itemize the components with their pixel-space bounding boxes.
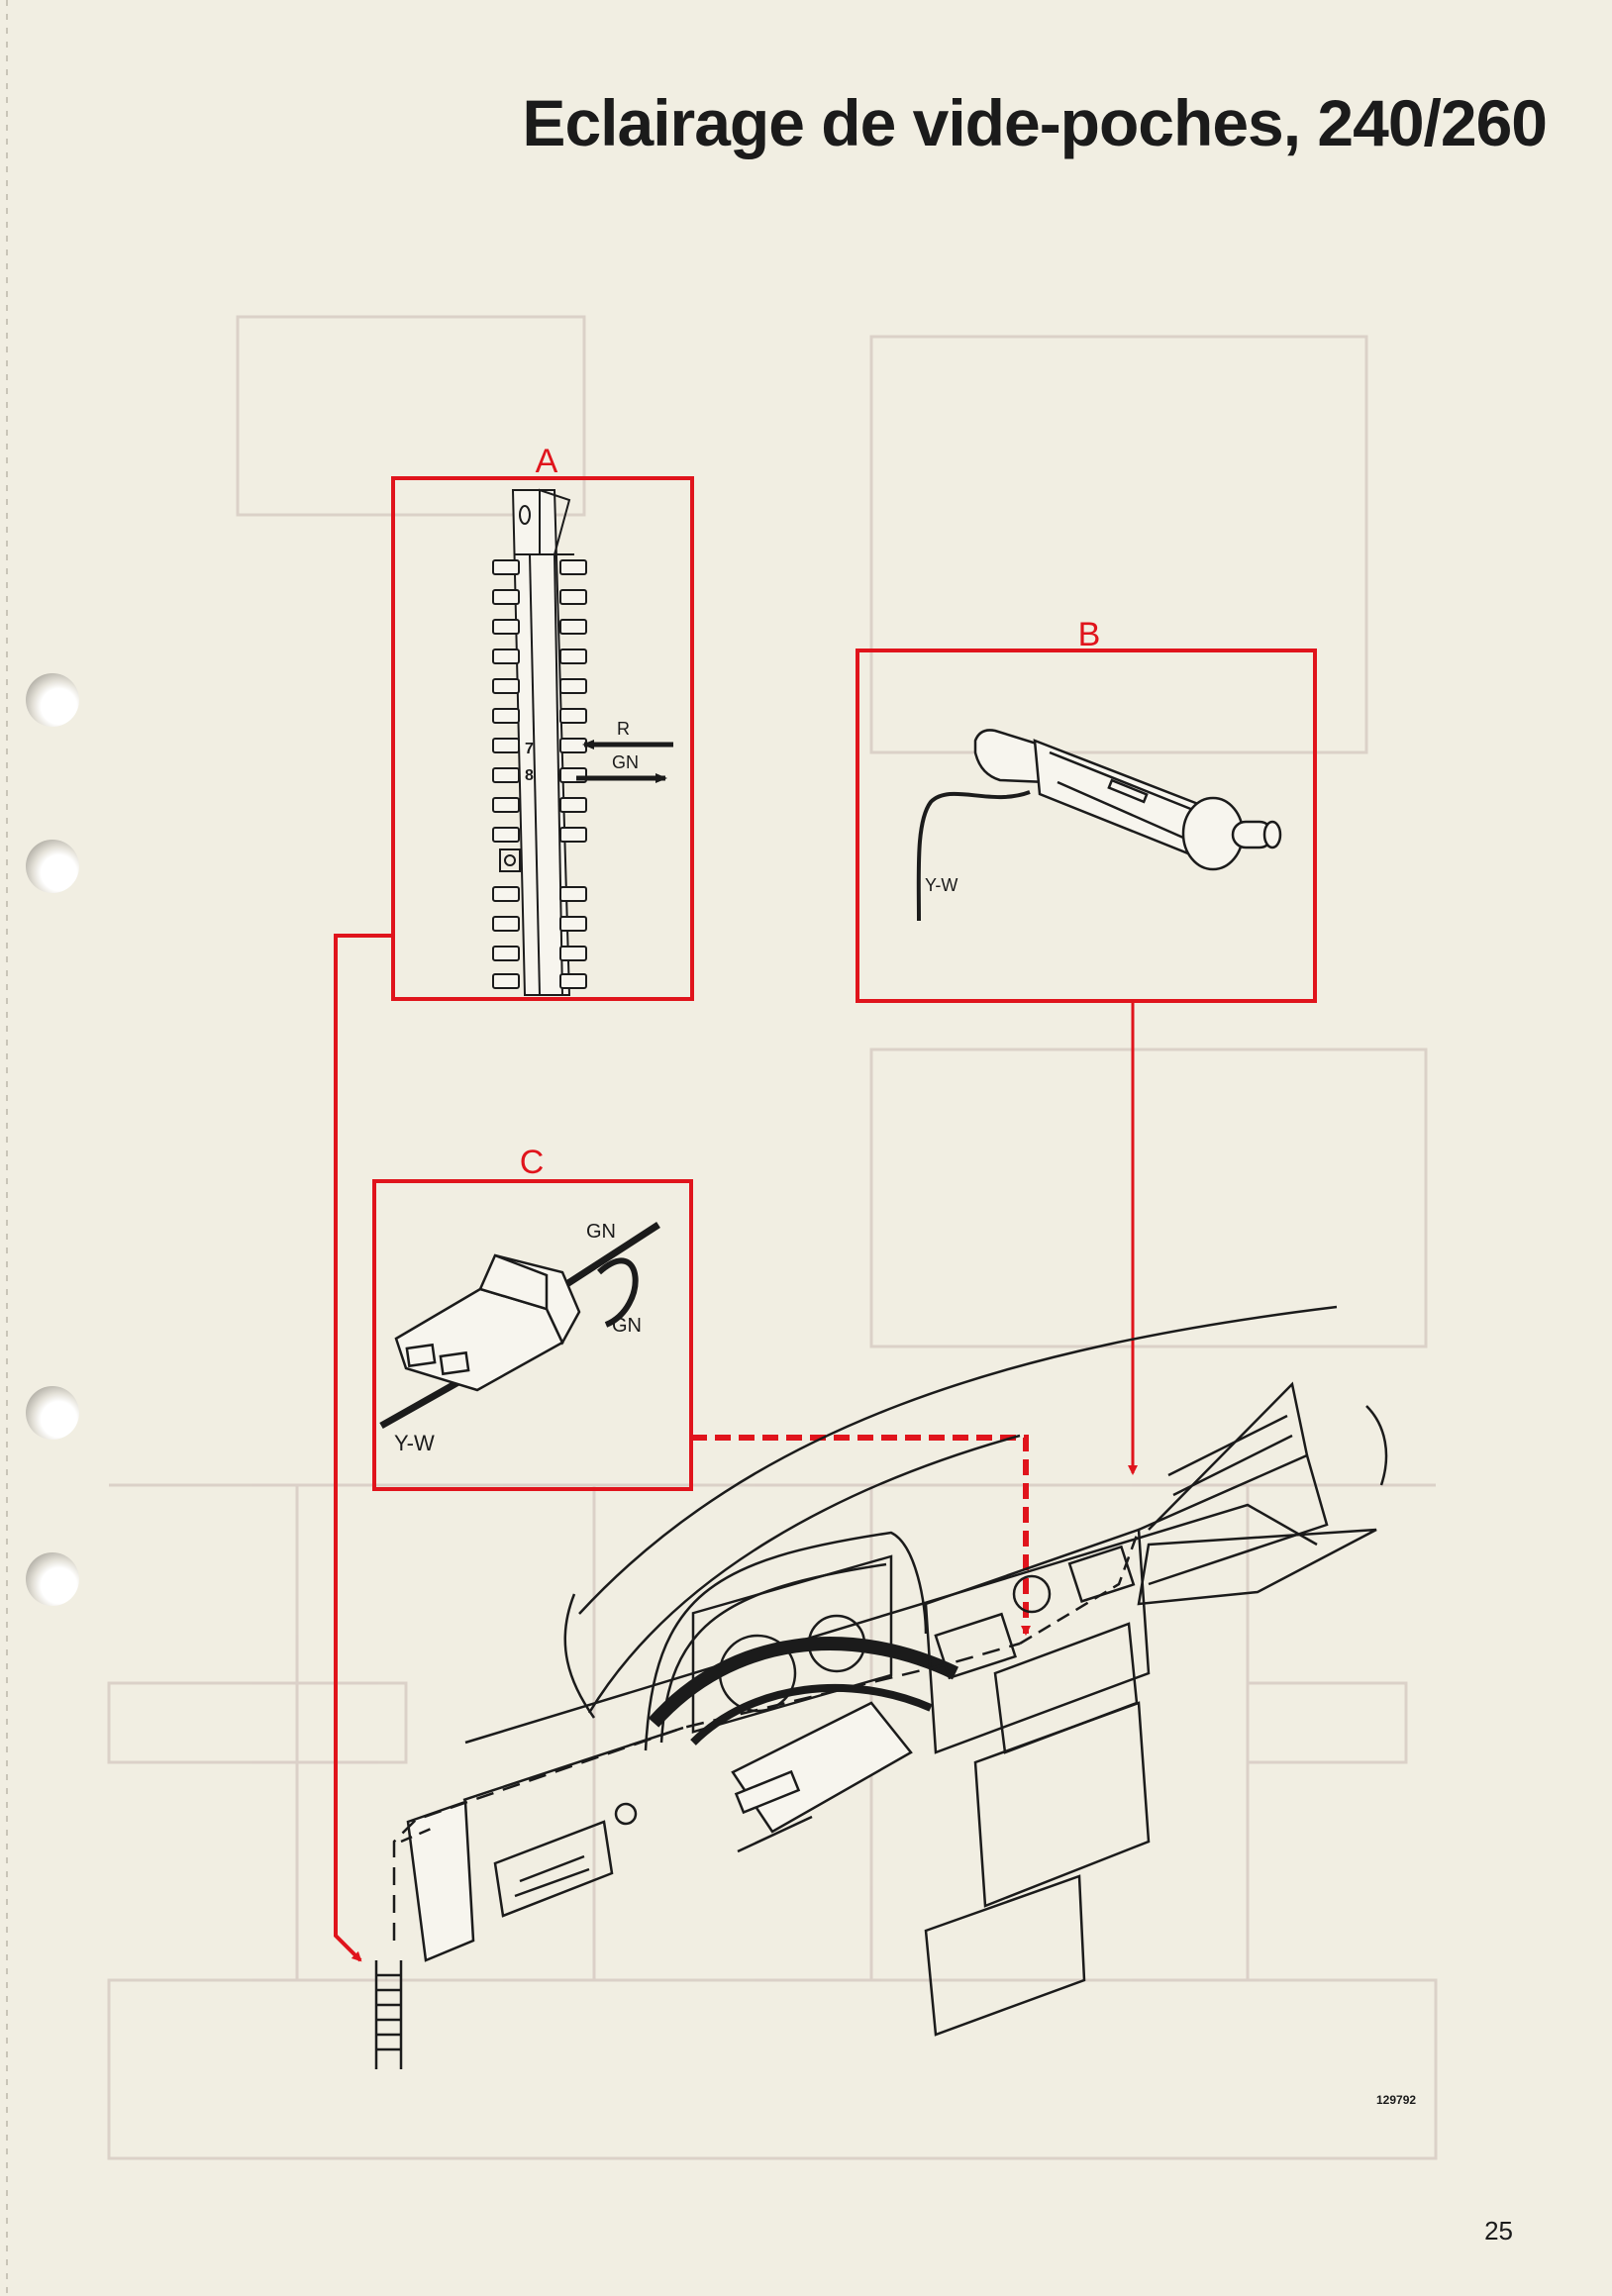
- wire-gn-label: GN: [612, 752, 639, 772]
- wire-y-w-label-b: Y-W: [925, 875, 957, 895]
- callout-c-frame: [372, 1179, 693, 1491]
- callout-c-label: C: [520, 1144, 545, 1181]
- fuse-slots: [492, 559, 587, 989]
- clock: [1012, 1574, 1052, 1614]
- callout-b: B Y-W: [856, 616, 1317, 1003]
- left-vent: [493, 1820, 614, 1918]
- steering-wheel-rim: [648, 1637, 959, 1728]
- column-stalk: [734, 1769, 801, 1815]
- figure-reference: 129792: [1376, 2093, 1416, 2107]
- terminal-8-label: 8: [525, 767, 534, 784]
- instrument-gauges: [691, 1554, 893, 1734]
- callout-a-label: A: [536, 443, 558, 480]
- windshield-top: [578, 1305, 1338, 1615]
- harness-to-glovebox: [1019, 1529, 1141, 1646]
- center-tray: [924, 1874, 1086, 2037]
- fuse-box-bracket: [374, 1960, 403, 2069]
- wire-y-w-label-c: Y-W: [394, 1431, 435, 1455]
- center-vent-right: [1067, 1545, 1136, 1603]
- callout-a: A 7 8: [391, 443, 694, 1001]
- callout-b-frame: [856, 649, 1317, 1003]
- callout-a-frame: [391, 476, 694, 1001]
- wire-gn-mid-label: GN: [612, 1315, 642, 1337]
- page-spine: [6, 0, 8, 2296]
- binder-hole: [26, 1552, 79, 1606]
- wire-y-w-to-switch: [916, 790, 1031, 922]
- binder-hole: [26, 1386, 79, 1440]
- leader-a: [334, 934, 393, 1962]
- wire-gn-loop: [597, 1257, 639, 1328]
- wire-gn-through: [553, 1222, 660, 1295]
- light-switch-knob: [614, 1802, 638, 1826]
- radio-panel: [993, 1622, 1139, 1754]
- instrument-hood: [644, 1531, 928, 1751]
- leader-c: [691, 1435, 1031, 1636]
- dashboard-illustration: [374, 1305, 1388, 2069]
- wire-y-w-through: [379, 1374, 467, 1430]
- glovebox-lid: [1137, 1528, 1377, 1606]
- wire-gn-top-label: GN: [586, 1221, 616, 1243]
- bleed-through-background: [107, 315, 1438, 2160]
- glovebox-switch: [973, 729, 1282, 871]
- page-number: 25: [1484, 2216, 1513, 2246]
- center-console: [924, 1528, 1151, 1754]
- steering-column: [731, 1701, 913, 1834]
- glovebox-opening: [1138, 1453, 1329, 1586]
- binder-hole: [26, 840, 79, 893]
- callout-c: C GN GN Y-W: [372, 1144, 693, 1491]
- center-vent-left: [934, 1612, 1017, 1680]
- glovebox-interior-lines: [1167, 1414, 1293, 1497]
- callout-b-label: B: [1078, 616, 1101, 653]
- page-title: Eclairage de vide-poches, 240/260: [522, 86, 1548, 159]
- terminal-7-label: 7: [525, 741, 534, 757]
- wire-r-label: R: [617, 719, 630, 739]
- harness-run-dashed: [392, 1642, 1021, 1941]
- binder-hole: [26, 673, 79, 727]
- connector-housing: [394, 1253, 581, 1392]
